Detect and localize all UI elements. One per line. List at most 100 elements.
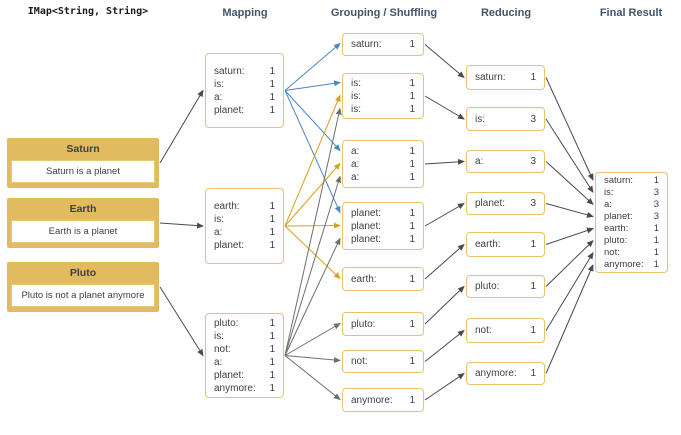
key-value-row: a: 3: [475, 155, 536, 168]
kv-key: anymore:: [604, 258, 644, 270]
kv-value: 3: [530, 113, 536, 125]
kv-value: 1: [653, 246, 659, 258]
kv-value: 1: [409, 394, 415, 406]
kv-key: not:: [475, 325, 492, 336]
key-value-row: pluto:1: [604, 235, 659, 247]
column-header-reducing: Reducing: [480, 7, 532, 19]
kv-key: a:: [214, 356, 223, 368]
kv-key: saturn:: [604, 174, 634, 186]
source-card-pluto: Pluto Pluto is not a planet anymore: [7, 262, 159, 312]
kv-key: not:: [604, 246, 620, 258]
arrow-map-pluto-to-grp-is: [284, 107, 342, 356]
reducing-box-earth: earth: 1: [466, 232, 545, 257]
arrow-map-pluto-to-grp-planet: [284, 237, 341, 356]
reducing-box-pluto: pluto:1: [466, 275, 545, 298]
kv-value: 3: [653, 198, 659, 210]
kv-key: is:: [351, 103, 361, 115]
kv-value: 1: [653, 222, 659, 234]
key-value-row: is:1: [351, 90, 415, 103]
kv-key: a:: [351, 158, 360, 170]
kv-key: is:: [214, 330, 224, 342]
key-value-row: not:1: [214, 343, 275, 356]
kv-key: a:: [351, 145, 360, 157]
kv-value: 1: [269, 369, 275, 381]
arrow-red-pluto-to-final: [545, 240, 594, 287]
kv-key: planet:: [604, 210, 633, 222]
kv-value: 1: [269, 104, 275, 116]
grouping-box-saturn: saturn:1: [342, 33, 424, 56]
kv-value: 1: [269, 78, 275, 90]
source-type-label: IMap<String, String>: [27, 6, 149, 17]
key-value-row: planet:3: [475, 197, 536, 210]
grouping-box-anymore: anymore:1: [342, 388, 424, 412]
kv-key: a:: [475, 156, 484, 167]
key-value-row: earth: 1: [475, 238, 536, 251]
arrow-grp-a-to-red-a: [424, 158, 465, 165]
arrow-map-saturn-to-grp-saturn: [284, 42, 341, 91]
kv-key: is:: [604, 186, 614, 198]
kv-value: 1: [409, 103, 415, 115]
key-value-row: pluto:1: [214, 317, 275, 330]
arrow-red-is-to-final: [545, 118, 594, 193]
kv-key: anymore:: [475, 368, 517, 379]
key-value-row: planet:1: [351, 207, 415, 220]
kv-key: planet:: [351, 233, 382, 245]
kv-value: 1: [409, 318, 415, 330]
arrow-red-earth-to-final: [545, 227, 594, 245]
kv-value: 3: [530, 156, 536, 167]
kv-value: 1: [409, 220, 415, 232]
key-value-row: saturn:1: [604, 175, 659, 187]
key-value-row: a:1: [351, 158, 415, 171]
column-header-grouping-shuffling: Grouping / Shuffling: [330, 7, 438, 19]
kv-value: 1: [269, 227, 275, 238]
kv-value: 1: [269, 343, 275, 355]
key-value-row: is:3: [604, 187, 659, 199]
kv-key: saturn:: [351, 39, 382, 50]
kv-value: 1: [269, 201, 275, 212]
kv-key: is:: [351, 90, 361, 102]
kv-value: 1: [530, 239, 536, 250]
key-value-row: planet:1: [214, 239, 275, 252]
kv-key: planet:: [475, 198, 506, 209]
key-value-row: saturn:1: [351, 38, 415, 51]
key-value-row: is: 1: [351, 103, 415, 116]
key-value-row: not:1: [475, 324, 536, 337]
arrow-map-pluto-to-grp-pluto: [284, 322, 341, 356]
kv-key: is:: [214, 78, 224, 90]
column-header-mapping: Mapping: [222, 7, 268, 19]
column-header-final-result: Final Result: [599, 7, 663, 19]
grouping-box-earth: earth:1: [342, 267, 424, 291]
reducing-box-not: not:1: [466, 318, 545, 343]
key-value-row: anymore:1: [475, 367, 536, 380]
kv-key: planet:: [351, 220, 382, 232]
key-value-row: earth:1: [214, 200, 275, 213]
arrow-red-saturn-to-final: [545, 77, 594, 181]
key-value-row: is:1: [214, 213, 275, 226]
key-value-row: earth:1: [604, 223, 659, 235]
key-value-row: planet:1: [214, 104, 275, 117]
arrow-map-saturn-to-grp-planet: [284, 90, 341, 214]
kv-key: pluto:: [351, 318, 376, 330]
kv-key: not:: [351, 356, 368, 367]
arrow-grp-planet-to-red-planet: [424, 203, 465, 227]
arrow-red-planet-to-final: [545, 203, 594, 218]
arrow-map-pluto-to-grp-anymore: [284, 355, 341, 401]
kv-key: earth:: [475, 239, 501, 250]
kv-key: a:: [214, 227, 223, 238]
kv-value: 1: [269, 356, 275, 368]
key-value-row: a: 1: [214, 356, 275, 369]
arrow-red-anymore-to-final: [545, 264, 594, 374]
arrow-map-pluto-to-grp-not: [284, 355, 341, 363]
arrow-map-pluto-to-grp-a: [284, 175, 342, 356]
kv-key: a:: [604, 198, 612, 210]
source-card-text: Earth is a planet: [11, 220, 155, 243]
key-value-row: pluto:1: [475, 280, 536, 293]
kv-value: 1: [269, 330, 275, 342]
kv-key: anymore:: [214, 382, 256, 394]
kv-value: 1: [409, 171, 415, 183]
arrow-grp-not-to-red-not: [424, 329, 465, 362]
